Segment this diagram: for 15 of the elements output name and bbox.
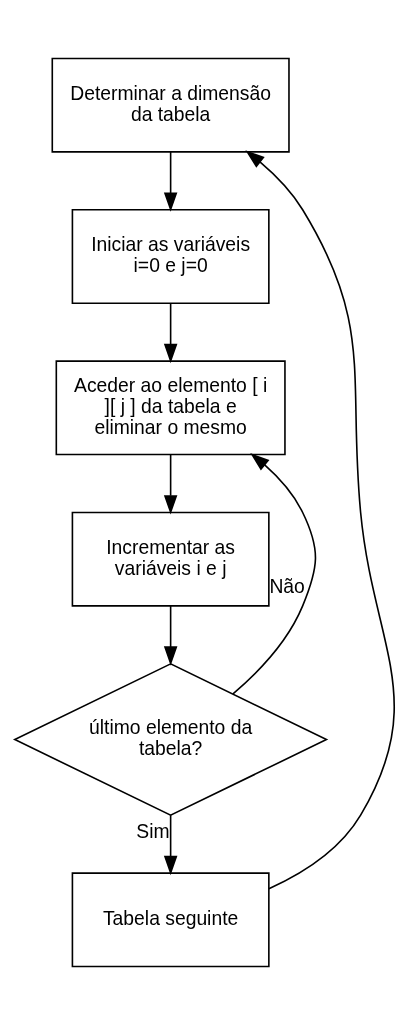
- edge-label: Não: [269, 576, 305, 598]
- arrow: [163, 151, 178, 212]
- node-box: Iniciar as variáveis i=0 e j=0: [71, 209, 270, 304]
- arrow: [163, 814, 178, 876]
- arrow: [163, 302, 178, 364]
- node-box: Aceder ao elemento [ i ][ j ] da tabela e eliminar o mesmo: [55, 360, 286, 456]
- arrow: [232, 453, 317, 695]
- node-box: Incrementar as variáveis i e j: [71, 511, 270, 607]
- node-box: Determinar a dimensão da tabela: [51, 57, 290, 153]
- node-diamond: último elemento da tabela?: [12, 662, 329, 817]
- arrow: [163, 605, 178, 666]
- arrow: [163, 453, 178, 515]
- edge-label: Sim: [136, 821, 170, 843]
- arrow: [245, 150, 395, 890]
- node-box: Tabela seguinte: [71, 872, 270, 968]
